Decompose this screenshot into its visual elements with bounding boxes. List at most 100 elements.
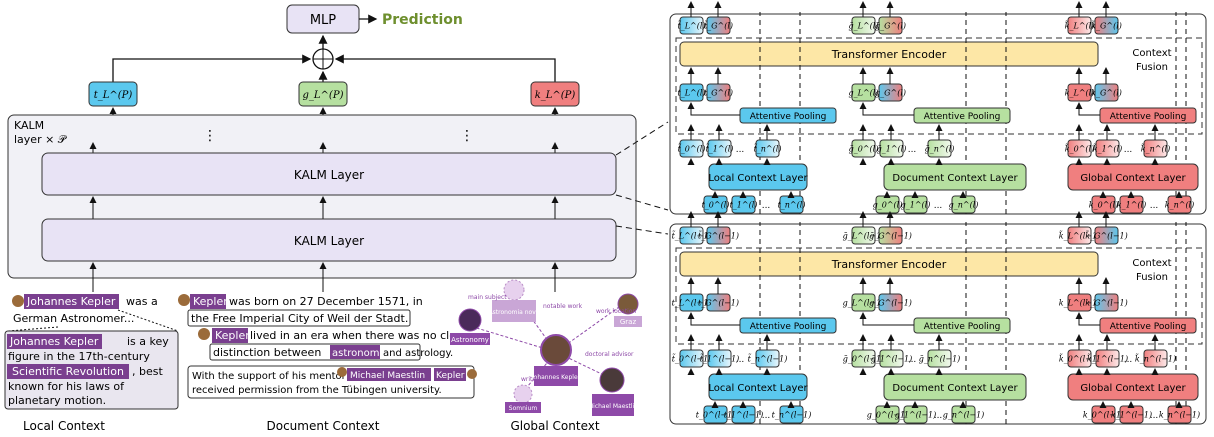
upper-block-local-in-ellipsis: ...	[762, 201, 771, 211]
astronomy-node	[458, 308, 482, 332]
lower-block-local-in-ellipsis: ...	[762, 411, 771, 421]
lower-block-local-mid-ellipsis: ...	[736, 355, 745, 365]
local-line2: German Astronomer...	[13, 312, 134, 325]
edge-doctoral-advisor: doctoral advisor	[585, 351, 634, 358]
stack-dots-2: ⋮	[460, 128, 474, 144]
upper-block-global-in-2: k_n^(l)	[1165, 201, 1195, 210]
upper-block-global-in-0: k_0^(l)	[1089, 201, 1118, 210]
lower-block-global-in-2: k_n^(l−1)	[1159, 411, 1200, 420]
lower-block-doc-mid-1: g̃_1^(l−1)	[871, 355, 913, 364]
node-astronomy: Astronomy	[451, 336, 489, 344]
kalm-stack-label-2: layer × 𝒫	[14, 133, 68, 146]
upper-block-global-mid-1: k̃_1^(l)	[1093, 143, 1123, 154]
kalm-stack-label-1: KALM	[14, 119, 44, 132]
lower-block-doc-pooling-label: Attentive Pooling	[924, 322, 1001, 332]
local-entity-highlight	[24, 294, 119, 309]
lower-block-global-in-0: k_0^(l−1)	[1083, 411, 1124, 420]
doc-s3-entity1: Michael Maestlin	[350, 371, 425, 381]
upper-block-global-in-ellipsis: ...	[1150, 201, 1159, 211]
doc-s2-l2-post: and astrology.	[383, 348, 453, 359]
upper-block-local-mid-1: t̃_1^(l)	[705, 143, 733, 154]
doc-s3-l1-pre: With the support of his mentor	[192, 371, 347, 382]
upper-block-doc-pool-l: g_L^(l)	[849, 89, 879, 98]
upper-block-local-mid-ellipsis: ...	[736, 145, 745, 155]
graz-node	[617, 293, 639, 315]
local-box-line4: known for his laws of	[8, 380, 125, 393]
doc-s2-rest: lived in an era when there was no clear	[250, 329, 468, 342]
kepler-avatar-icon-2	[178, 294, 190, 306]
upper-block-doc-out-l: g̃_L^(l)	[849, 22, 879, 31]
upper-block-local-out-g: t̃_G^(l)	[704, 20, 733, 31]
lower-block-local-context-layer	[708, 373, 808, 401]
mlp-label: MLP	[310, 13, 336, 28]
node-graz: Graz	[620, 318, 637, 326]
edge-notable-work: notable work	[543, 303, 583, 310]
lower-block-doc-out-g: g̃_G^(l−1)	[869, 232, 912, 241]
lower-block-global-out-g: k̃_G^(l−1)	[1085, 230, 1128, 241]
upper-block-global-pooling-label: Attentive Pooling	[1110, 112, 1187, 122]
lower-block-global-context-layer-label: Global Context Layer	[1080, 383, 1186, 394]
upper-block-doc-in-0: g_0^(l)	[873, 201, 903, 210]
lower-block-doc-pool-l: g_L^(l−1)	[843, 299, 885, 308]
output-global-box	[530, 81, 580, 107]
lower-block-global-in-1: k_1^(l−1)	[1111, 411, 1152, 420]
lower-block-local-in-1: t_1^(l−1)	[724, 411, 764, 420]
prediction-label: Prediction	[382, 12, 463, 28]
lower-block-local-in-0: t_0^(l−1)	[696, 411, 736, 420]
somnium-node	[513, 384, 533, 404]
doc-s3-l2: received permission from the Tübingen un…	[192, 385, 442, 396]
upper-block-doc-out-g: g̃_G^(l)	[875, 22, 906, 31]
lower-block-encoder-label: Transformer Encoder	[831, 258, 947, 271]
lower-block-doc-in-1: g_1^(l−1)	[895, 411, 937, 420]
lower-block-global-pool-g: k_G^(l−1)	[1085, 299, 1128, 308]
lower-block-doc-context-layer-label: Document Context Layer	[892, 383, 1018, 394]
lower-block-global-pooling-label: Attentive Pooling	[1110, 322, 1187, 332]
upper-block-local-pool-g: t_G^(l)	[704, 89, 733, 98]
upper-block-local-in-0: t_0^(l)	[702, 201, 730, 210]
upper-block-global-pool-l: k_L^(l)	[1065, 89, 1095, 98]
doc-s1-entity: Kepler	[193, 295, 228, 308]
edge-main-subject: main subject	[468, 294, 507, 301]
upper-block-local-in-2: t_n^(l)	[778, 201, 806, 210]
upper-block-doc-mid-0: g̃_0^(l)	[849, 145, 879, 154]
upper-block-doc-in-1: g_1^(l)	[901, 201, 931, 210]
local-box-line2: figure in the 17th-century	[8, 350, 150, 363]
upper-block-local-out-l: t̃_L^(l)	[677, 20, 705, 31]
lower-block-global-context-layer	[1067, 373, 1199, 401]
kalm-layer-upper-label: KALM Layer	[294, 168, 364, 182]
upper-block-global-context-layer-label: Global Context Layer	[1080, 173, 1186, 184]
kalm-layer-lower	[41, 218, 617, 262]
node-somnium: Somnium	[509, 405, 538, 412]
lower-block-global-mid-ellipsis: ...	[1124, 355, 1133, 365]
node-center: Johannes Kepler	[531, 374, 581, 381]
lower-block-fusion-label-1: Context	[1132, 258, 1171, 269]
upper-block-local-pool-l: t_L^(l)	[677, 89, 705, 98]
doc-s2-l2-pre: distinction between	[213, 346, 321, 359]
lower-block-global-in-ellipsis: ...	[1150, 411, 1159, 421]
document-context-caption: Document Context	[267, 419, 380, 433]
lower-block-doc-in-2: g_n^(l−1)	[943, 411, 985, 420]
lower-block-doc-context-layer	[883, 373, 1027, 401]
doc-s1-line2: the Free Imperial City of Weil der Stadt…	[191, 312, 408, 325]
kepler-avatar-icon	[12, 295, 24, 307]
local-context-caption: Local Context	[23, 419, 105, 433]
local-box-entity: Johannes Kepler	[9, 335, 99, 348]
upper-block-local-in-1: t_1^(l)	[730, 201, 758, 210]
upper-block-global-out-l: k̃_L^(l)	[1065, 20, 1095, 31]
lower-block-local-pool-l: t_L^(l−1)	[672, 299, 712, 308]
kepler-avatar-icon-3	[198, 328, 210, 340]
upper-block-doc-context-layer	[883, 163, 1027, 191]
lower-block-global-mid-1: k̃_1^(l−1)	[1087, 353, 1128, 364]
upper-block-local-mid-2: t̃_n^(l)	[753, 143, 781, 154]
upper-block-encoder-label: Transformer Encoder	[831, 48, 947, 61]
local-box-entity2: Scientific Revolution	[12, 365, 124, 378]
lower-block-local-mid-2: t̃_n^(l−1)	[748, 353, 788, 364]
output-doc-label: g_L^(P)	[303, 90, 344, 101]
lower-block-local-pooling-label: Attentive Pooling	[750, 322, 827, 332]
upper-block-global-mid-ellipsis: ...	[1124, 145, 1133, 155]
output-local-label: t_L^(P)	[94, 90, 133, 101]
lower-block-local-out-l: t̃_L^(l−1)	[671, 230, 711, 241]
node-astronomia-nova: Astronomia nova	[489, 309, 540, 316]
